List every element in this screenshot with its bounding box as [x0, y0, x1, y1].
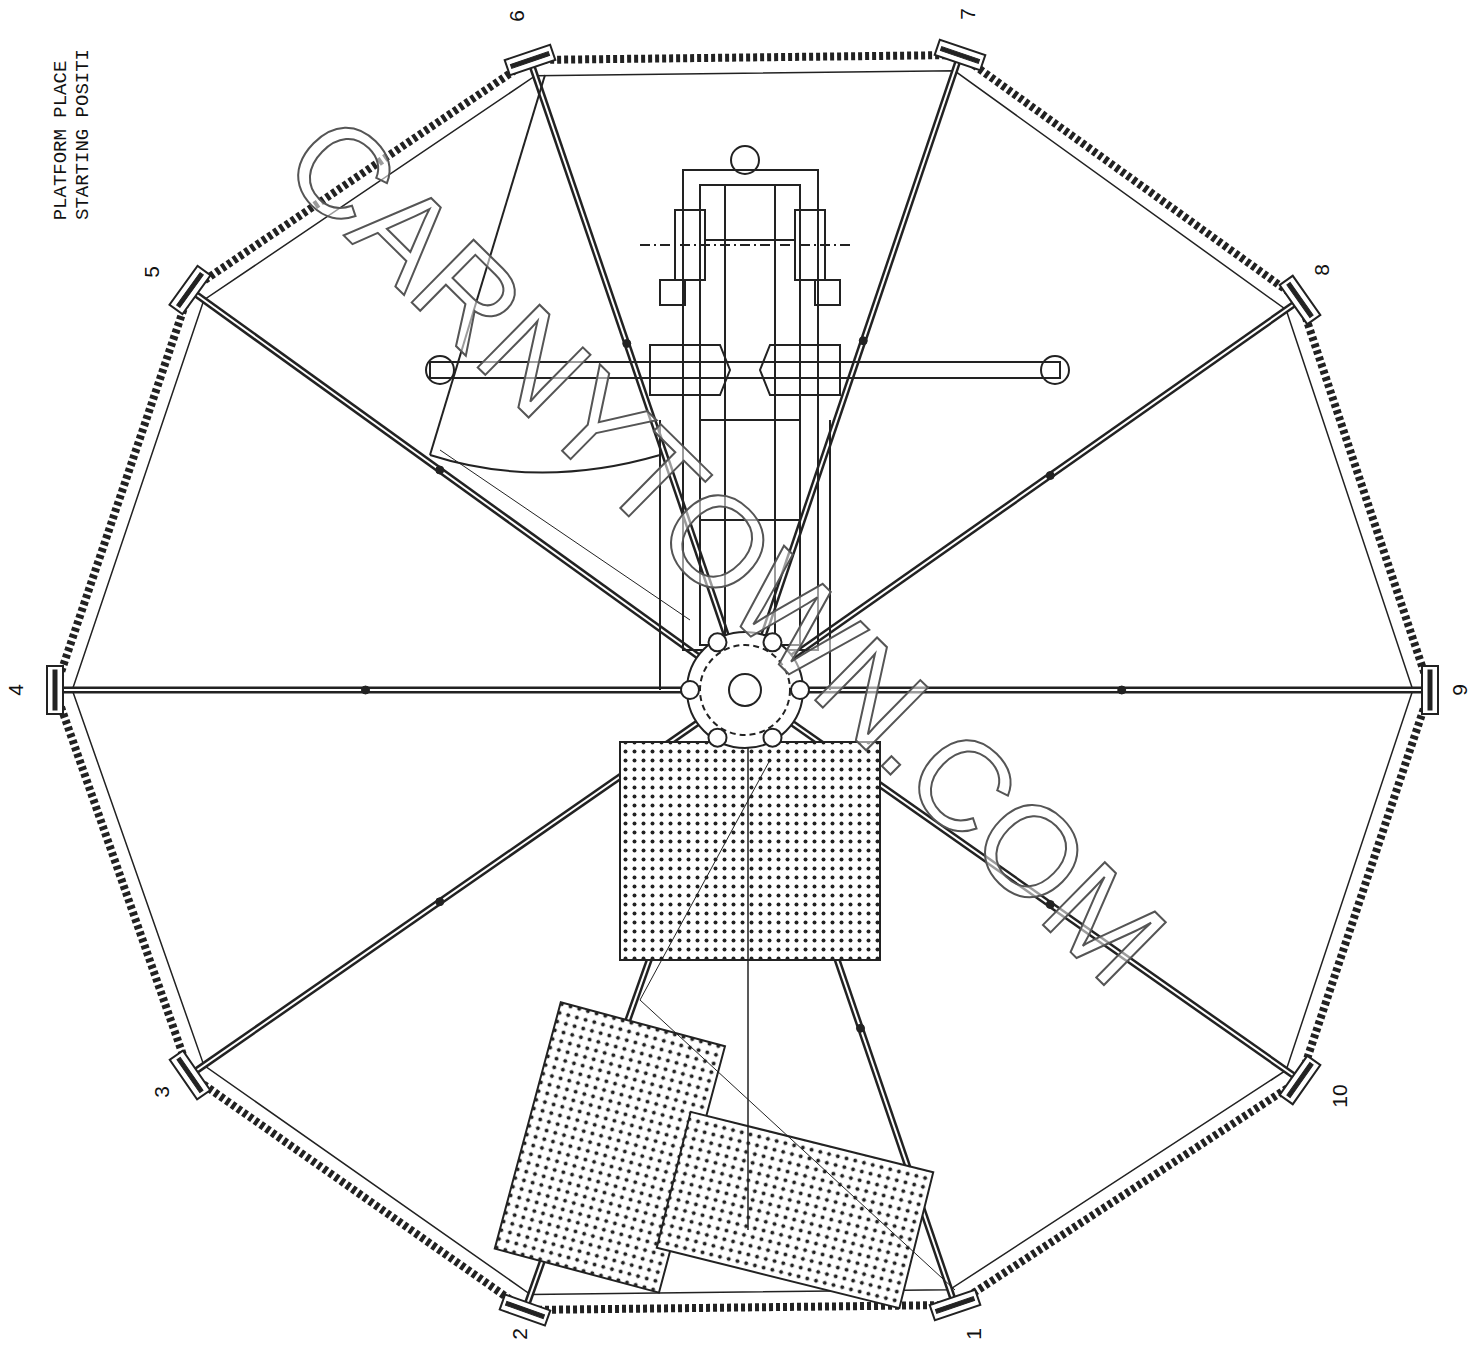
arm-number: 3	[150, 1086, 174, 1098]
arm-bracket	[930, 1290, 981, 1321]
arm-bracket	[47, 666, 63, 714]
arm-bracket	[170, 1051, 211, 1100]
arm-bolt	[859, 337, 867, 345]
arm-bracket	[1422, 666, 1438, 714]
arm-number: 1	[962, 1328, 986, 1340]
hub-pin	[764, 729, 782, 747]
hub-pin	[681, 681, 699, 699]
sweep-arm-inner	[55, 689, 745, 691]
arm-number: 8	[1310, 264, 1334, 276]
arm-bolt	[1118, 686, 1126, 694]
arm-bracket-core	[1428, 670, 1432, 710]
platform-rim-inner	[72, 71, 1413, 1295]
arm-bolt	[362, 686, 370, 694]
hub-pin	[709, 729, 727, 747]
arm-bracket-core	[177, 1057, 203, 1092]
arm-bracket-core	[177, 273, 204, 308]
arm-bracket-core	[1287, 1062, 1313, 1097]
arm-number: 4	[4, 684, 28, 696]
arm-bolt	[623, 340, 631, 348]
note-text: STARTING POSITI	[75, 49, 94, 220]
arm-number: 10	[1328, 1084, 1352, 1107]
arm-bracket-core	[505, 1301, 544, 1318]
arm-number: 6	[505, 10, 529, 22]
arm-bracket	[1280, 276, 1321, 324]
arm-number: 9	[1448, 684, 1472, 696]
arm-bolt	[436, 466, 444, 474]
arm-number: 7	[956, 8, 980, 20]
arm-bracket-core	[53, 670, 57, 710]
arm-bolt	[857, 1024, 865, 1032]
arm-bracket-core	[935, 1297, 974, 1314]
arm-bracket	[500, 1294, 551, 1325]
arm-bracket-core	[1287, 282, 1313, 317]
arm-bracket	[505, 45, 556, 76]
arm-bolt	[436, 898, 444, 906]
platform-rim	[55, 55, 1430, 1310]
sweep-arm	[55, 687, 745, 694]
arm-number: 5	[140, 266, 164, 278]
arm-bracket	[935, 40, 986, 71]
arm-bracket-core	[510, 52, 549, 69]
arm-bracket	[169, 266, 210, 314]
arm-bolt	[1046, 472, 1054, 480]
arm-number: 2	[508, 1328, 532, 1340]
arm-bracket	[1280, 1056, 1321, 1104]
hub-centre	[729, 674, 761, 706]
note-text: PLATFORM PLACE	[53, 60, 72, 220]
arm-bracket-core	[940, 47, 979, 64]
